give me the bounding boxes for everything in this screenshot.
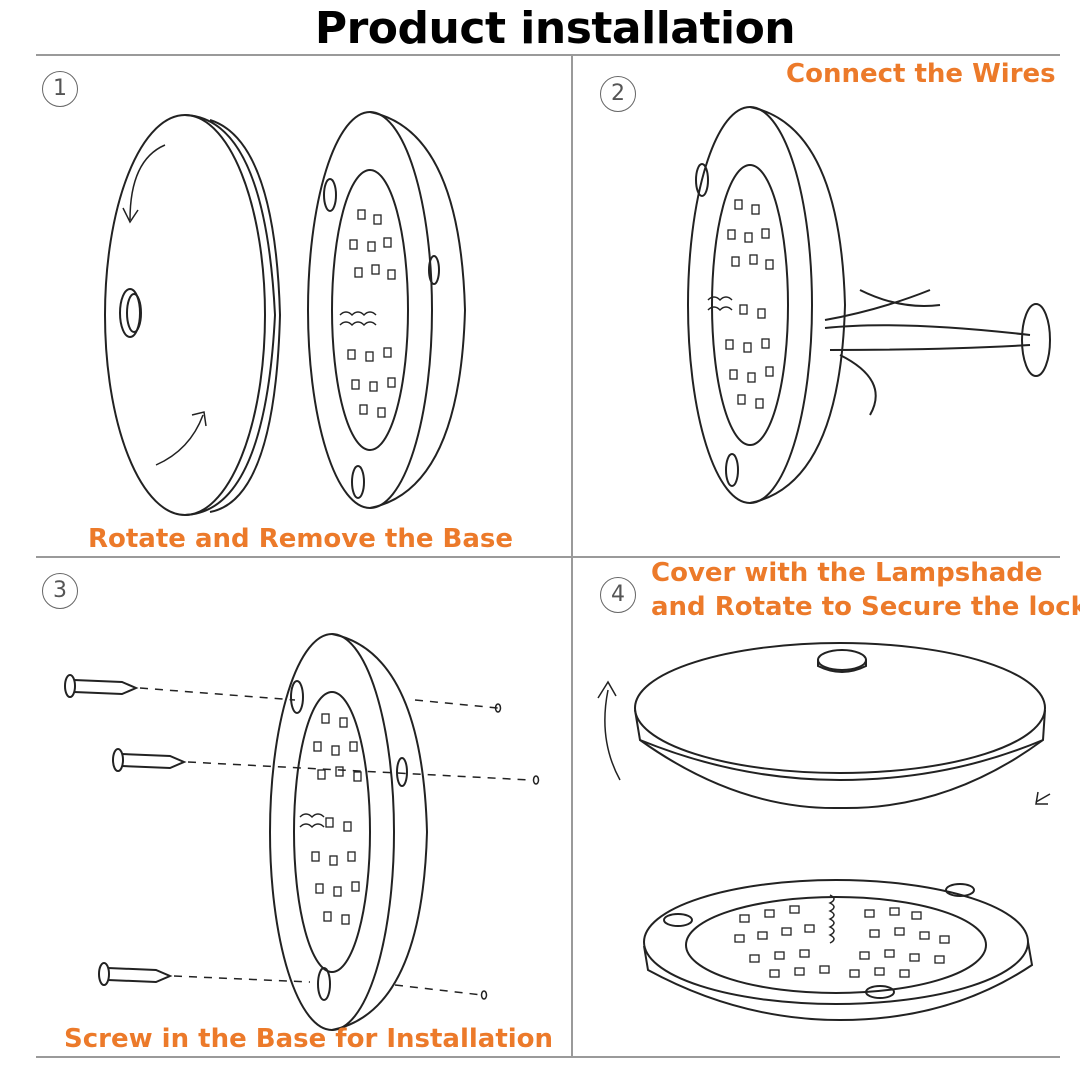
- step-1-number: 1: [42, 71, 78, 107]
- page-title: Product installation: [314, 3, 796, 54]
- step-1-caption: Rotate and Remove the Base: [88, 524, 514, 554]
- step-3-screws-illustration: [64, 674, 540, 1000]
- step-4-base-plate-illustration: [643, 879, 1034, 1022]
- step-3-base-plate-illustration: [269, 633, 429, 1031]
- step-4-caption-line-2: and Rotate to Secure the lock: [651, 592, 1080, 622]
- step-4-lampshade-illustration: [597, 642, 1051, 810]
- divider-middle: [36, 556, 1060, 558]
- step-2-base-plate-illustration: [687, 106, 847, 504]
- step-2-number: 2: [600, 76, 636, 112]
- divider-bottom: [36, 1056, 1060, 1058]
- step-2-wires-illustration: [824, 289, 1051, 416]
- step-4-number: 4: [600, 577, 636, 613]
- step-2-caption: Connect the Wires: [786, 59, 1056, 89]
- divider-top: [36, 54, 1060, 56]
- step-1-base-plate-illustration: [307, 111, 467, 509]
- step-3-number: 3: [42, 573, 78, 609]
- step-4-caption-line-1: Cover with the Lampshade: [651, 558, 1043, 588]
- divider-vertical: [571, 54, 573, 1058]
- step-3-caption: Screw in the Base for Installation: [64, 1024, 554, 1054]
- step-1-cover-disc-illustration: [104, 114, 282, 516]
